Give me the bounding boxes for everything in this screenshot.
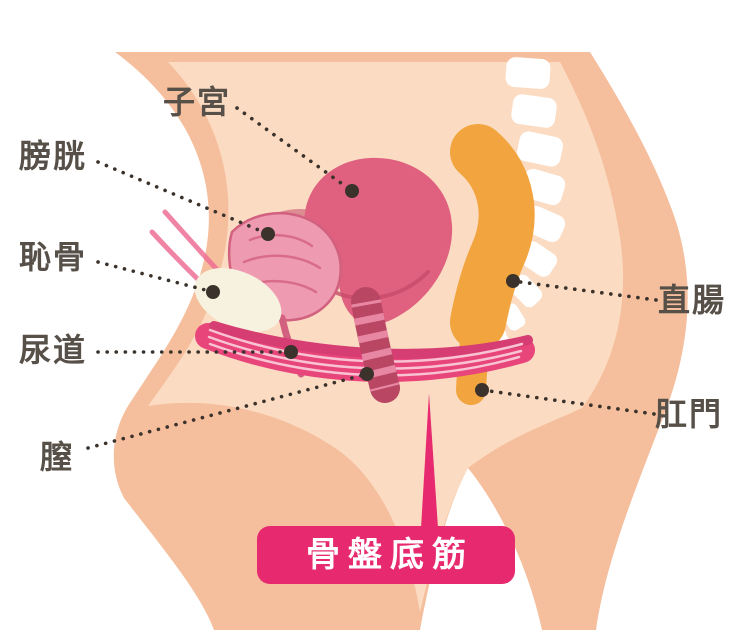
pubic-bone-leader-line (96, 260, 215, 294)
muscle-stripe (208, 342, 521, 377)
bladder-dot (261, 227, 275, 241)
vaginal-canal (351, 287, 400, 403)
label-anus: 肛門 (655, 395, 723, 433)
pubic-bone-shape (194, 268, 282, 332)
uterus-leader-line (235, 106, 354, 193)
rectum-dot (506, 274, 520, 288)
vertebra-icon (511, 94, 557, 128)
label-bladder: 膀胱 (19, 137, 87, 175)
badge-pointer (421, 393, 438, 528)
pubic-bone-dot (206, 285, 220, 299)
label-urethra: 尿道 (19, 331, 87, 369)
spine-vertebrae (491, 57, 566, 348)
rectum-upper (450, 124, 535, 350)
anus-leader-line (480, 388, 656, 416)
pelvic-floor-badge: 骨盤底筋 (257, 393, 515, 584)
bladder-wrinkle (248, 234, 314, 248)
bladder-wrinkle (242, 254, 322, 270)
pelvic-floor-muscle-band (195, 321, 535, 382)
label-vagina: 膣 (40, 438, 74, 476)
anus-dot (475, 383, 489, 397)
vertebra-icon (505, 57, 551, 89)
muscle-stripe (208, 328, 524, 363)
label-uterus: 子宮 (163, 83, 231, 121)
leader-lines (86, 106, 658, 450)
vagina-dot (360, 367, 374, 381)
vagina-leader-line (86, 372, 369, 450)
uterus-dot (345, 184, 359, 198)
label-rectum: 直腸 (658, 281, 726, 319)
diagram-labels: 子宮 膀胱 恥骨 尿道 膣 直腸 肛門 (19, 83, 726, 476)
label-pubic-bone: 恥骨 (19, 238, 87, 276)
muscle-stripe (207, 335, 523, 370)
bladder-leader-line (96, 160, 270, 236)
badge-label: 骨盤底筋 (306, 535, 474, 575)
vaginal-canal-shape (351, 287, 400, 403)
urethra-dot (284, 345, 298, 359)
vertebra-icon (517, 131, 563, 167)
rectum-leader-line (511, 279, 658, 302)
badge-background (257, 526, 515, 584)
